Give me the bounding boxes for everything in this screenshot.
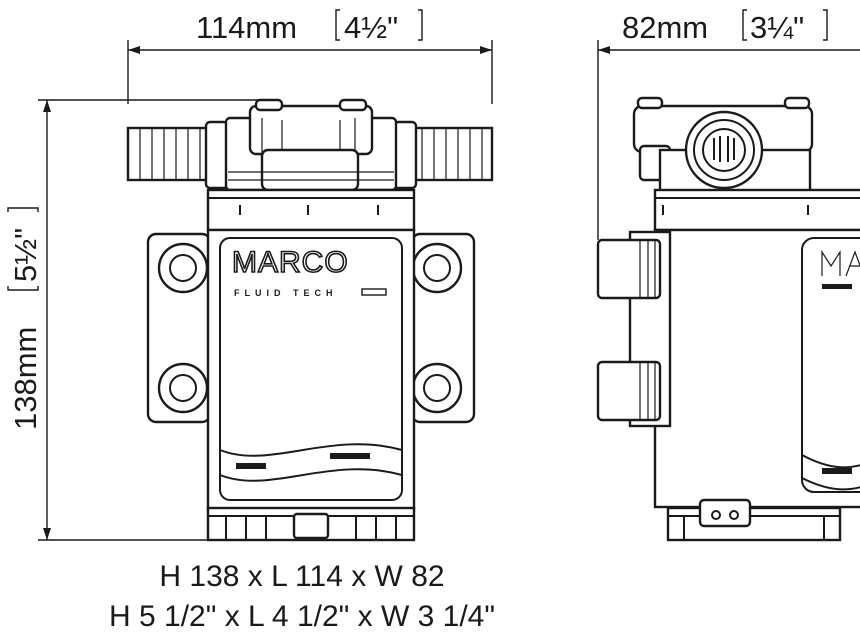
base-plate (206, 188, 416, 232)
brand-logo: MARCO (232, 246, 349, 279)
height-dimension: 138mm 5½" (7, 99, 272, 541)
brand-tagline: FLUID TECH (234, 288, 338, 298)
width-metric: 82mm (622, 10, 708, 45)
mounting-flange-left (146, 232, 212, 424)
hose-barb-left (126, 126, 212, 182)
pump-side-view (596, 96, 860, 542)
outlet-port (684, 110, 764, 190)
side-body (653, 228, 860, 509)
summary-metric: H 138 x L 114 x W 82 (159, 560, 444, 593)
bolt-left (254, 98, 284, 112)
side-logo-partial (821, 249, 860, 289)
side-foot (666, 506, 842, 542)
side-port-lower (596, 360, 662, 422)
hose-barb-right (410, 126, 494, 182)
height-metric: 138mm (8, 327, 43, 430)
length-imperial: 4½" (344, 10, 398, 45)
bolt-right (338, 98, 368, 112)
width-dimension: 82mm 3¼" (597, 9, 860, 240)
height-imperial: 5½" (8, 228, 43, 282)
length-dimension: 114mm 4½" (127, 9, 493, 104)
summary-imperial: H 5 1/2" x L 4 1/2" x W 3 1/4" (109, 600, 495, 633)
pump-front-view: MARCO FLUID TECH (126, 98, 494, 542)
nut-right (392, 120, 418, 190)
side-port-upper (596, 238, 662, 300)
length-metric: 114mm (196, 10, 297, 45)
nut-left (204, 120, 230, 190)
width-imperial: 3¼" (750, 10, 804, 45)
mounting-flange-right (410, 232, 476, 424)
